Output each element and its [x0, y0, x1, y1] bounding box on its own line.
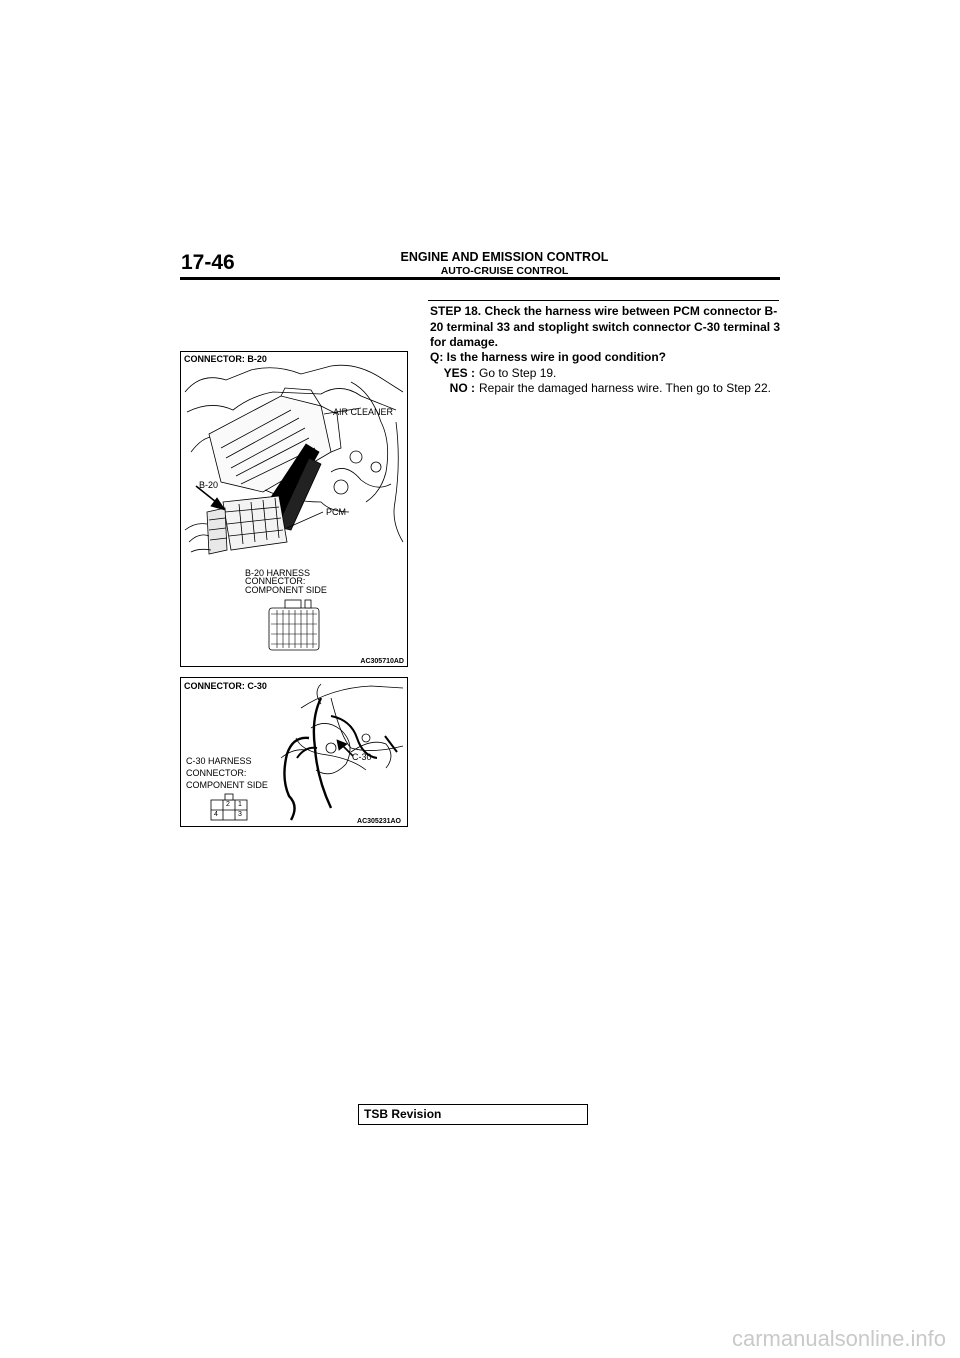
- step-question-block: Q: Is the harness wire in good condition…: [430, 350, 782, 395]
- c30-pin-1: 1: [238, 801, 242, 808]
- step-question: Q: Is the harness wire in good condition…: [430, 350, 667, 364]
- b20-harness-line2: CONNECTOR:: [245, 576, 306, 586]
- yes-text: Go to Step 19.: [479, 366, 557, 380]
- section-title: ENGINE AND EMISSION CONTROL: [400, 250, 609, 264]
- page-number: 17-46: [181, 251, 235, 274]
- c30-pin-2: 2: [226, 801, 230, 808]
- c30-pin-3: 3: [238, 811, 242, 818]
- c30-pin-4: 4: [214, 811, 218, 818]
- header-rule: [180, 277, 780, 280]
- answer-no: NO : Repair the damaged harness wire. The…: [430, 381, 782, 396]
- b20-callout: B-20: [199, 480, 219, 490]
- b20-harness-line3: COMPONENT SIDE: [245, 585, 327, 595]
- tsb-revision-label: TSB Revision: [364, 1107, 442, 1121]
- no-label: NO :: [449, 380, 475, 395]
- figure2-title: CONNECTOR: C-30: [184, 681, 267, 691]
- b20-harness-line1: B-20 HARNESS: [245, 568, 311, 578]
- no-text: Repair the damaged harness wire. Then go…: [479, 380, 771, 395]
- c30-harness-line1: C-30 HARNESS: [186, 756, 252, 766]
- answer-yes: YES : Go to Step 19.: [430, 366, 782, 381]
- subsection-title: AUTO-CRUISE CONTROL: [440, 265, 569, 277]
- yes-label: YES :: [443, 366, 475, 380]
- watermark: carmanualsonline.info: [731, 1326, 946, 1351]
- figure1-title: CONNECTOR: B-20: [184, 354, 267, 364]
- figure1-code: AC305710AD: [360, 658, 404, 665]
- c30-callout: C-30: [352, 752, 372, 762]
- step-rule: [428, 300, 779, 301]
- dashboard-illustration: [210, 683, 404, 821]
- pcm-callout: PCM: [326, 507, 346, 517]
- step-heading: STEP 18. Check the harness wire between …: [430, 304, 781, 349]
- figure-b20: CONNECTOR: B-20 AIR CLEANER B-20 PCM B-2…: [180, 351, 408, 667]
- figure-c30: CONNECTOR: C-30 C-30 HARNESS CONNECTOR: …: [180, 677, 408, 827]
- c30-harness-line2: CONNECTOR:: [186, 768, 247, 778]
- air-cleaner-callout: AIR CLEANER: [333, 407, 394, 417]
- tsb-revision-box: TSB Revision: [358, 1104, 588, 1125]
- engine-bay-illustration: [184, 364, 404, 651]
- figure2-code: AC305231AO: [357, 818, 401, 825]
- c30-harness-line3: COMPONENT SIDE: [186, 780, 268, 790]
